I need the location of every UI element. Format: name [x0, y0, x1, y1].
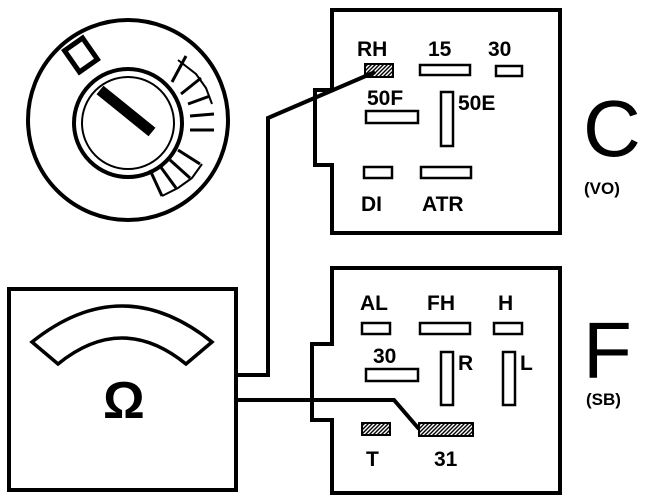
pin-50f — [364, 109, 420, 125]
connector-c-letter: C — [583, 84, 641, 173]
test-lead-to-31 — [236, 398, 421, 431]
connector-f-block: AL FH H 30 R L T 31 — [310, 266, 562, 495]
pin-label-h: H — [498, 292, 513, 315]
pin-label-l: L — [520, 352, 533, 375]
pin-label-rh: RH — [357, 38, 387, 61]
pin-label-31: 31 — [434, 448, 458, 471]
pin-l — [501, 350, 517, 407]
pin-label-30: 30 — [488, 38, 511, 61]
pin-label-50f: 50F — [367, 87, 403, 110]
pin-r — [439, 350, 455, 407]
pin-label-15: 15 — [428, 38, 452, 61]
pin-fh — [418, 321, 472, 336]
pin-label-di: DI — [361, 193, 382, 216]
pin-label-fh: FH — [427, 292, 455, 315]
pin-30 — [494, 64, 524, 78]
pin-31 — [418, 422, 474, 437]
pin-label-al: AL — [360, 292, 388, 315]
connector-c-block: RH 15 30 50F 50E DI ATR — [313, 8, 562, 235]
pin-label-r: R — [458, 352, 473, 375]
pin-50e — [439, 90, 455, 148]
ignition-key-switch-icon — [26, 18, 230, 222]
pin-di — [362, 165, 394, 180]
pin-t — [361, 422, 391, 436]
test-lead-to-rh — [236, 70, 376, 377]
connector-c-sub: (VO) — [584, 179, 620, 198]
pin-15 — [418, 63, 472, 77]
ohm-symbol: Ω — [103, 372, 145, 430]
pin-label-t: T — [366, 448, 379, 471]
connector-f-sub: (SB) — [586, 390, 621, 409]
ohmmeter-icon: Ω — [7, 287, 238, 492]
pin-label-atr: ATR — [422, 193, 464, 216]
pin-label-30: 30 — [373, 345, 396, 368]
connector-f-letter: F — [583, 306, 632, 395]
pin-h — [492, 321, 524, 336]
pin-30 — [364, 367, 420, 383]
pin-al — [360, 321, 392, 336]
pin-label-50e: 50E — [458, 92, 495, 115]
pin-atr — [419, 165, 473, 180]
